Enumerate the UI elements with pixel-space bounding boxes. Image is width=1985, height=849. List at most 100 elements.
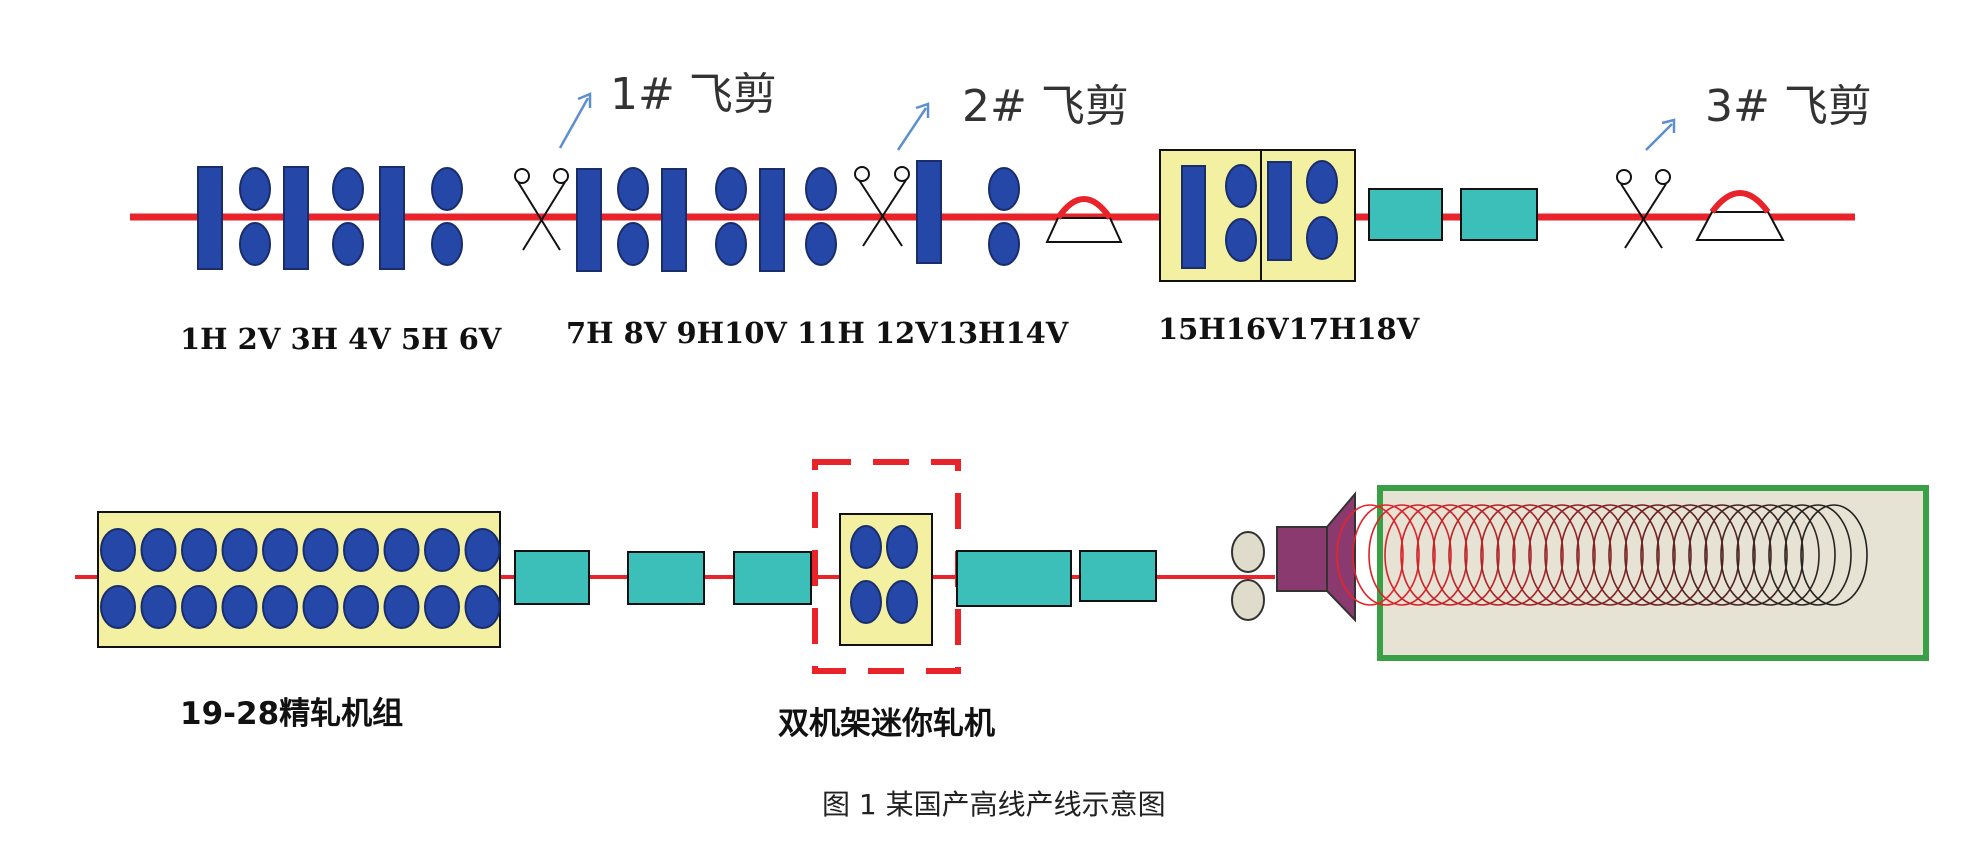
coil-ring (1720, 504, 1788, 606)
stand-10V-roll-top (715, 167, 747, 211)
scissors-icon (514, 168, 569, 251)
finishing-stand-roll (302, 585, 339, 629)
coil-ring (1592, 504, 1660, 606)
coil-ring (1640, 504, 1708, 606)
water-cooling-box (1368, 188, 1443, 241)
stand-1H (197, 166, 223, 270)
stand-7H (576, 168, 602, 272)
stand-17H (1267, 161, 1292, 261)
coil-ring (1432, 504, 1500, 606)
coil-ring (1576, 504, 1644, 606)
coil-ring (1336, 504, 1404, 606)
pinch-roll-bottom (1231, 579, 1265, 621)
coil-ring (1800, 504, 1868, 606)
stand-6V-roll-top (431, 167, 463, 211)
stand-5H (379, 166, 405, 270)
mini-mill-label: 双机架迷你轧机 (778, 706, 995, 742)
scissors-icon (1616, 169, 1671, 249)
stand-8V-roll-bottom (617, 222, 649, 266)
stand-3H (283, 166, 309, 270)
arrow-up-right-icon (1645, 123, 1673, 151)
stand-labels-group2: 7H 8V 9H10V 11H 12V13H14V (566, 316, 1069, 350)
stand-18V-roll-top (1306, 160, 1338, 204)
coil-ring (1768, 504, 1836, 606)
finishing-stand-roll (262, 585, 298, 629)
coil-ring (1560, 504, 1628, 606)
water-cooling-box (1460, 188, 1538, 241)
finishing-stand-roll (302, 528, 339, 572)
coil-ring (1544, 504, 1612, 606)
laying-head (1276, 491, 1356, 623)
roughing-stand-group-1 (197, 166, 463, 270)
finishing-stand-roll (464, 585, 501, 629)
crop-box-icon (1045, 196, 1123, 243)
stand-15H (1181, 165, 1206, 269)
coil-ring (1512, 504, 1580, 606)
stand-2V-roll-top (239, 167, 271, 211)
finishing-stand-roll (181, 585, 217, 629)
finishing-stand-roll (262, 528, 298, 572)
finishing-mill-block (97, 511, 501, 648)
scissors-icon (854, 166, 910, 247)
finishing-stand-roll (100, 528, 136, 572)
coil-ring (1672, 504, 1740, 606)
pre-finishing-stand-group (1159, 149, 1356, 282)
figure-caption: 图 1 某国产高线产线示意图 (822, 788, 1166, 821)
finishing-mill-label: 19-28精轧机组 (180, 696, 404, 732)
water-cooling-box (627, 551, 705, 605)
flying-shear-3-label: 3# 飞剪 (1705, 81, 1872, 132)
stelmor-conveyor-frame (1377, 485, 1929, 661)
stand-6V-roll-bottom (431, 222, 463, 266)
finishing-stand-roll (383, 528, 420, 572)
coil-ring (1400, 504, 1468, 606)
finishing-stand-roll (464, 528, 501, 572)
coil-ring (1624, 504, 1692, 606)
stand-8V-roll-top (617, 167, 649, 211)
finishing-stand-roll (140, 585, 177, 629)
stand-11H (759, 168, 785, 272)
finishing-stand-roll (221, 585, 258, 629)
finishing-stand-roll (100, 585, 136, 629)
mini-mill (812, 459, 961, 674)
water-cooling-box (956, 550, 1072, 607)
stand-14V-roll-top (988, 167, 1020, 211)
stand-18V-roll-bottom (1306, 216, 1338, 260)
finishing-stand-roll (424, 528, 460, 572)
coil-ring (1368, 504, 1436, 606)
mini-mill-roll (850, 525, 882, 569)
finishing-stand-roll (424, 585, 460, 629)
finishing-stand-roll (343, 528, 379, 572)
stand-12V-roll-top (805, 167, 837, 211)
coil-ring (1528, 504, 1596, 606)
stand-10V-roll-bottom (715, 222, 747, 266)
coil-ring (1608, 504, 1676, 606)
finishing-stand-roll (221, 528, 258, 572)
mini-mill-roll (850, 580, 882, 624)
coil-ring (1384, 504, 1452, 606)
stand-9H (661, 168, 687, 272)
finishing-stand-roll (343, 585, 379, 629)
flying-shear-2-label: 2# 飞剪 (962, 81, 1129, 132)
coil-ring (1656, 504, 1724, 606)
stand-14V-roll-bottom (988, 222, 1020, 266)
coil-ring (1496, 504, 1564, 606)
coil-ring (1688, 504, 1756, 606)
coil-ring (1352, 504, 1420, 606)
stand-16V-roll-bottom (1225, 218, 1257, 262)
stand-2V-roll-bottom (239, 222, 271, 266)
stand-12V-roll-bottom (805, 222, 837, 266)
coil-ring (1704, 504, 1772, 606)
water-cooling-box (1079, 550, 1157, 602)
stand-4V-roll-top (332, 167, 364, 211)
stand-labels-group3: 15H16V17H18V (1158, 312, 1420, 346)
water-cooling-box (733, 551, 812, 605)
stand-16V-roll-top (1225, 164, 1257, 208)
coil-ring (1448, 504, 1516, 606)
coil-ring (1752, 504, 1820, 606)
coil-ring (1464, 504, 1532, 606)
coil-ring (1416, 504, 1484, 606)
finishing-stand-roll (140, 528, 177, 572)
arrow-up-right-icon (896, 107, 928, 151)
stand-13H (916, 160, 942, 264)
